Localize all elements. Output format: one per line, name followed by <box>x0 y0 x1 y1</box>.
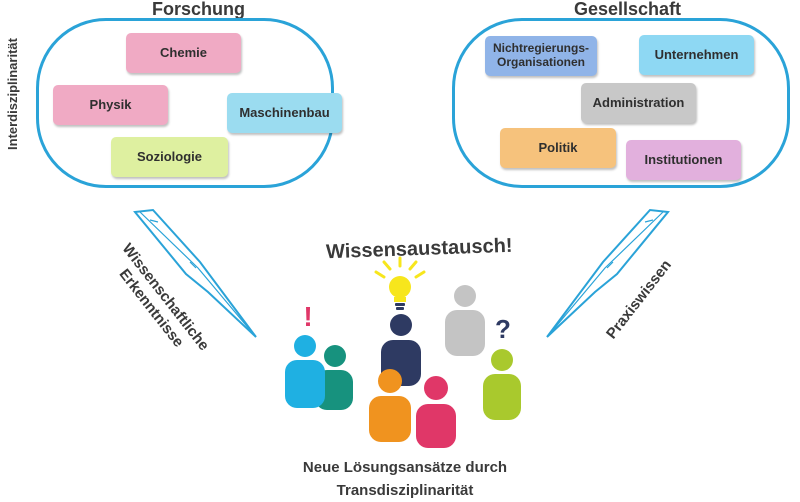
person-grey <box>445 285 485 356</box>
lightbulb-icon <box>374 256 426 310</box>
tag-physik: Physik <box>53 85 168 125</box>
caption: Neue Lösungsansätze durch Transdisziplin… <box>270 456 540 502</box>
tag-chemie: Chemie <box>126 33 241 73</box>
tag-administration: Administration <box>581 83 696 123</box>
gesellschaft-title: Gesellschaft <box>574 0 682 19</box>
person-blue <box>285 335 325 408</box>
tag-institutionen: Institutionen <box>626 140 741 180</box>
people-illustration: ! ? <box>285 256 521 448</box>
person-pink <box>416 376 456 448</box>
tag-maschinenbau: Maschinenbau <box>227 93 342 133</box>
tag-politik: Politik <box>500 128 616 168</box>
left-arrow <box>133 208 257 338</box>
tag-nichtregierungsorganisationen: Nichtregierungs- Organisationen <box>485 36 597 76</box>
person-orange <box>369 369 411 442</box>
person-lime <box>483 349 521 420</box>
ngo-label-line1: Nichtregierungs- <box>492 41 589 56</box>
tag-soziologie: Soziologie <box>111 137 228 177</box>
caption-line2: Transdisziplinarität <box>336 482 474 499</box>
tag-unternehmen: Unternehmen <box>639 35 754 75</box>
question-mark: ? <box>495 314 511 344</box>
exclamation-mark: ! <box>303 301 312 332</box>
right-arrow <box>546 208 670 338</box>
ngo-label-line2: Organisationen <box>496 55 585 69</box>
forschung-title: Forschung <box>152 0 245 19</box>
caption-line1: Neue Lösungsansätze durch <box>302 459 508 476</box>
